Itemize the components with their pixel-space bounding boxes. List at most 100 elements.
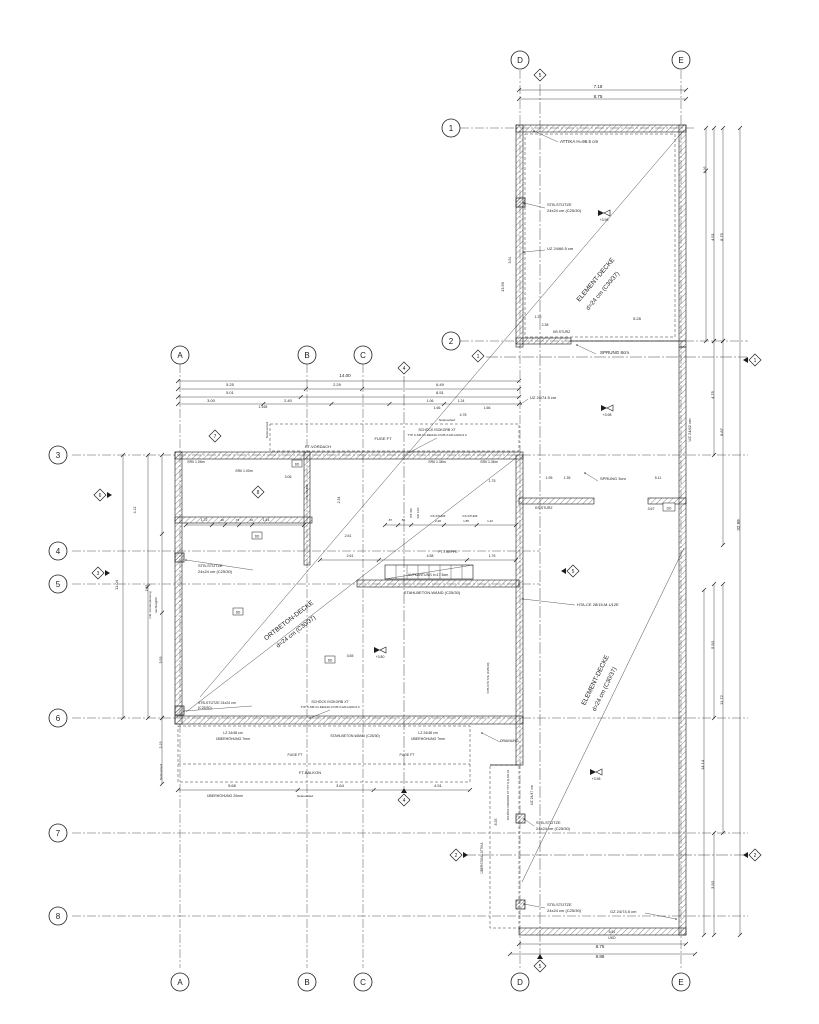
annotation-text: 1.72 [201, 518, 208, 522]
dimension-tick [683, 941, 689, 947]
dimension-tick [474, 522, 479, 528]
annotation-text: 1.35 [535, 315, 542, 319]
leader-dot [523, 202, 525, 204]
grid-bubble-A [170, 345, 190, 365]
dimension-tick [183, 522, 189, 528]
annotation-text: KS-STURZ [431, 514, 446, 518]
stair-break-line [384, 564, 474, 580]
dimension-tick [249, 522, 255, 528]
dimension-tick [298, 394, 304, 400]
section-marker-label: 5 [572, 569, 575, 575]
annotation-text: 6.49 [436, 382, 445, 387]
section-marker [566, 564, 580, 578]
dimension-tick [516, 378, 522, 384]
leader-dot [523, 818, 525, 820]
section-marker-arrow-icon [105, 570, 110, 576]
label-leader [522, 598, 576, 606]
annotation-text: STB-STÜTZE 24x24 cm [198, 701, 236, 705]
annotation-text: 14.00 [339, 373, 351, 378]
concrete-wall [678, 124, 687, 348]
dimension-tick [175, 394, 181, 400]
annotation-text: 24x24 cm (C25/30) [547, 208, 582, 213]
section-marker [471, 349, 485, 363]
annotation-text: 1.95 [546, 476, 553, 480]
annotation-text: inkl. Fensterplanung [148, 591, 152, 618]
annotation-text: KS-STURZ [535, 506, 553, 510]
dimension-tick [720, 542, 726, 548]
annotation-text: Nettoverlauf [297, 794, 313, 798]
annotation-text: 24x24 cm (C25/30) [198, 569, 233, 574]
leader-dot [409, 451, 411, 453]
leader-dot [185, 559, 187, 561]
annotation-text: 4.78 [460, 413, 467, 417]
dimension-tick [145, 584, 151, 589]
annotation-text: 3.67 [648, 507, 655, 511]
dimension-tick [371, 787, 376, 793]
annotation-text: SRII 1.06m [187, 460, 205, 464]
grid-bubble-label: 4 [56, 547, 61, 556]
dimension-tick [175, 386, 181, 392]
label-leader [309, 709, 331, 719]
concrete-wall [174, 451, 524, 460]
annotation-text: 3.50 [710, 880, 715, 889]
annotation-text: 8.75 [596, 944, 605, 949]
section-marker [93, 488, 107, 502]
annotation-text: 11.04 [114, 579, 119, 589]
grid-bubble-label: D [517, 978, 523, 987]
opening-box-label: DD [236, 611, 241, 615]
leader-dot [675, 918, 677, 920]
dimension-tick [209, 522, 215, 528]
leader-dot [584, 472, 586, 474]
slab-leader-line [521, 547, 685, 883]
annotation-text: ATTIKA H=96.5 cm [560, 139, 599, 144]
opening-box-label: DD [255, 535, 260, 539]
dimension-tick [159, 610, 165, 616]
annotation-text: FUGE FT [288, 753, 304, 757]
dimension-tick [711, 125, 717, 131]
concrete-wall [515, 337, 572, 345]
grid-bubble-label: D [517, 56, 523, 65]
annotation-text: 7.18 [594, 84, 603, 89]
section-marker-arrow-icon [743, 357, 748, 363]
dimension-tick [516, 386, 522, 392]
annotation-text: STAHLBETON-WAND (C25/30) [330, 734, 379, 738]
annotation-text: .40 [220, 518, 225, 522]
section-marker-label: 8 [257, 490, 260, 496]
concrete-wall [518, 497, 595, 505]
dashed-outline [269, 423, 520, 452]
dimension-tick [387, 401, 392, 407]
annotation-text: 5.68 [228, 783, 237, 788]
annotation-text: SCHÖCK ISOKORB XT [311, 700, 349, 704]
annotation-text: GZ 24/74.5 cm [610, 909, 637, 914]
concrete-wall [515, 124, 524, 348]
annotation-text: .40 [249, 518, 254, 522]
grid-bubble-label: E [678, 978, 683, 987]
grid-bubble-D [510, 972, 530, 992]
leader-dot [576, 344, 578, 346]
concrete-wall [174, 451, 183, 725]
dimension-tick [120, 452, 126, 458]
dimension-tick [692, 951, 698, 957]
annotation-text: UZ 24/66.5 cm [547, 246, 574, 251]
dimension-tick [175, 378, 181, 384]
annotation-text: 32.99 [736, 519, 741, 531]
section-marker [251, 485, 265, 499]
annotation-text: 4.58 [427, 554, 434, 558]
dimension-tick [467, 787, 473, 793]
grid-bubble-2 [441, 331, 461, 351]
annotation-text: Nettoverlauf [439, 418, 455, 422]
annotation-text: 4.51 [710, 232, 715, 241]
leader-dot [481, 732, 483, 734]
label-leader [584, 472, 599, 482]
section-marker [748, 848, 762, 862]
annotation-text: STB-STÜTZE [198, 563, 223, 568]
section-marker-arrow-icon [401, 788, 407, 793]
level-marker-icon [595, 768, 603, 776]
annotation-text: UZ 24/74.5 cm [530, 395, 557, 400]
grid-layer [72, 70, 748, 968]
annotation-text: nachträglich [154, 597, 158, 614]
dashed-outline [177, 725, 471, 783]
dimension-tick [441, 522, 447, 528]
grid-bubble-label: 7 [56, 829, 61, 838]
dimension-tick [376, 557, 382, 563]
